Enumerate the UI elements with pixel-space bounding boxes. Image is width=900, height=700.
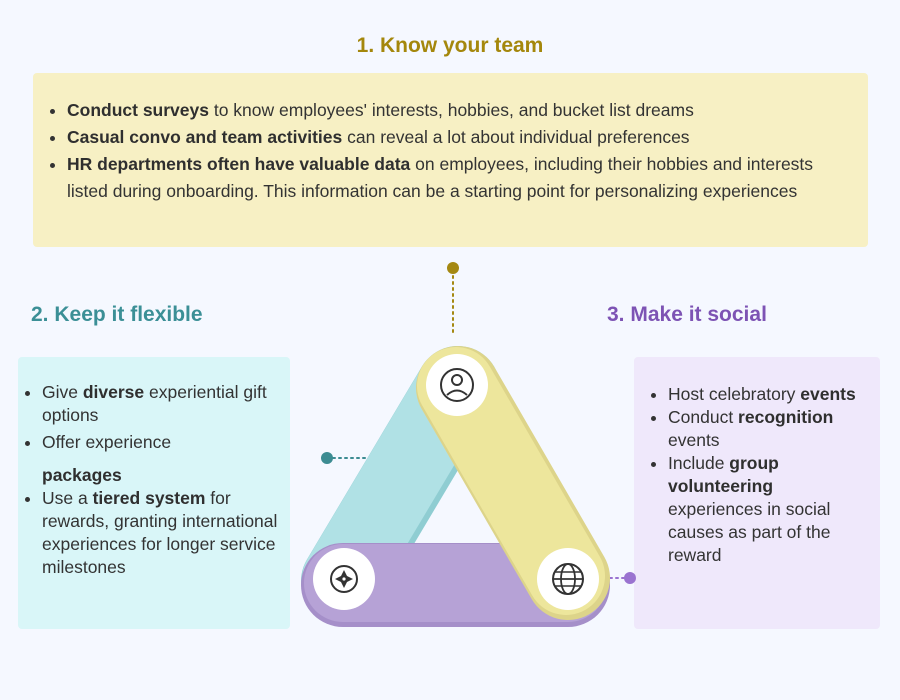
- band-yellow: [416, 346, 610, 620]
- compass-icon: [313, 548, 375, 610]
- list-item: Give diverse experiential gift options: [42, 381, 280, 427]
- list-item: Use a tiered system for rewards, grantin…: [42, 487, 280, 579]
- list-item: Conduct surveys to know employees' inter…: [67, 97, 848, 124]
- know-your-team-box: Conduct surveys to know employees' inter…: [33, 73, 868, 247]
- section-title-know-your-team: 1. Know your team: [356, 34, 544, 57]
- globe-icon: [537, 548, 599, 610]
- know-your-team-list: Conduct surveys to know employees' inter…: [43, 97, 848, 205]
- section-title-keep-it-flexible: 2. Keep it flexible: [31, 303, 203, 326]
- connector-right: [609, 572, 636, 584]
- list-item: Host celebratory events: [668, 383, 870, 406]
- list-item: Conduct recognition events: [668, 406, 870, 452]
- list-item: Include group volunteering experiences i…: [668, 452, 870, 567]
- connector-left: [321, 452, 367, 464]
- keep-it-flexible-box: Give diverse experiential gift options O…: [18, 357, 290, 629]
- make-it-social-box: Host celebratory events Conduct recognit…: [634, 357, 880, 629]
- list-item: Casual convo and team activities can rev…: [67, 124, 848, 151]
- user-icon: [426, 354, 488, 416]
- make-it-social-list: Host celebratory events Conduct recognit…: [644, 383, 870, 567]
- keep-it-flexible-list: Give diverse experiential gift options O…: [18, 381, 280, 579]
- connector-top: [447, 262, 459, 337]
- section-title-make-it-social: 3. Make it social: [607, 303, 767, 326]
- list-item: HR departments often have valuable data …: [67, 151, 848, 205]
